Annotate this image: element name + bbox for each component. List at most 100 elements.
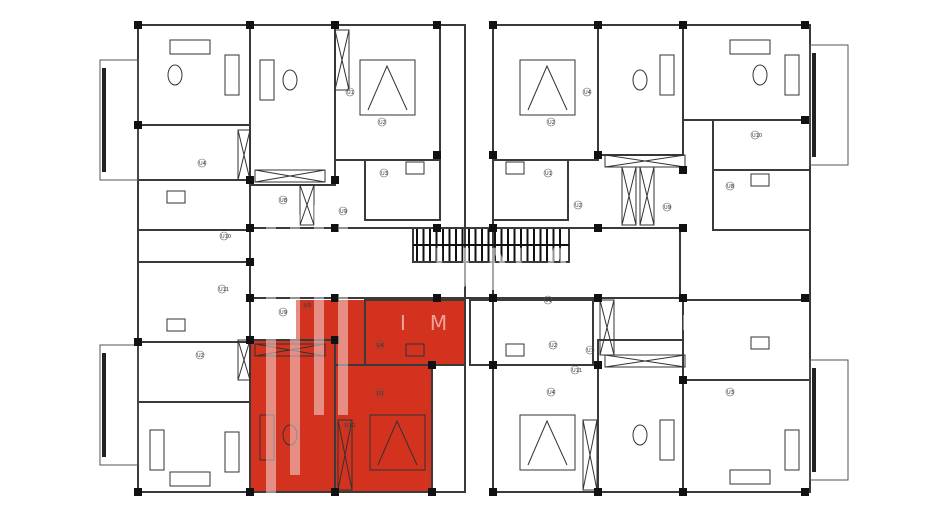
door-label-marker: [278, 307, 288, 317]
coffee-table: [282, 424, 298, 446]
sofa: [259, 414, 275, 461]
door-label-marker: [546, 117, 556, 127]
door-label-marker: [379, 168, 389, 178]
balcony-rail: [102, 68, 106, 172]
door-label-marker: [573, 200, 583, 210]
column: [134, 21, 142, 29]
door-label: U4: [377, 343, 384, 349]
door-label-marker: [219, 231, 229, 241]
sofa: [149, 429, 165, 471]
sofa: [729, 469, 771, 485]
coffee-table: [282, 69, 298, 91]
door-label: U1: [545, 171, 552, 177]
door-label: U3: [727, 390, 734, 396]
wardrobe-cross: [237, 129, 251, 181]
wardrobe-cross: [334, 29, 350, 91]
column: [679, 166, 687, 174]
dining-table: [405, 161, 425, 175]
bed: [519, 59, 576, 116]
column: [433, 151, 441, 159]
wardrobe: [237, 129, 251, 181]
door-label: U8: [280, 198, 287, 204]
door-label-marker: [278, 195, 288, 205]
door-label: U11: [572, 368, 582, 374]
dining-table: [405, 343, 425, 357]
bed: [369, 414, 426, 471]
watermark: LUNA IMOBILIARE: [266, 200, 756, 500]
coffee-table: [632, 69, 648, 91]
sofa: [659, 54, 675, 96]
dining-table: [505, 343, 525, 357]
wardrobe-cross: [621, 166, 637, 226]
wardrobe: [254, 343, 326, 357]
door-label: U10: [221, 234, 231, 240]
door-label: U9: [340, 209, 347, 215]
door-label: U2: [575, 203, 582, 209]
dining-table: [505, 161, 525, 175]
door-label-marker: [375, 388, 385, 398]
wardrobe: [334, 29, 350, 91]
dining-table: [750, 173, 770, 187]
door-label-marker: [197, 158, 207, 168]
door-label-marker: [570, 365, 580, 375]
dining-table: [166, 318, 186, 332]
bed-fold: [527, 419, 568, 466]
sofa: [224, 54, 240, 96]
door-label-marker: [543, 295, 553, 305]
column: [246, 488, 254, 496]
column: [679, 21, 687, 29]
door-label: U4: [199, 161, 206, 167]
wardrobe: [582, 419, 598, 491]
column: [679, 376, 687, 384]
balcony: [809, 44, 849, 166]
wardrobe: [337, 419, 353, 491]
wardrobe-cross: [604, 154, 686, 168]
walls: [99, 24, 849, 493]
furniture: [149, 29, 800, 491]
wardrobe-cross: [254, 169, 326, 183]
door-label: U2: [197, 353, 204, 359]
door-label-marker: [543, 168, 553, 178]
column: [331, 336, 339, 344]
column: [801, 116, 809, 124]
column: [246, 258, 254, 266]
wardrobe-cross: [337, 419, 353, 491]
door-label-marker: [662, 202, 672, 212]
wardrobe-cross: [604, 354, 686, 368]
column: [801, 294, 809, 302]
door-label-marker: [338, 206, 348, 216]
room: [469, 299, 594, 366]
column: [679, 488, 687, 496]
door-label-marker: [582, 87, 592, 97]
column: [246, 336, 254, 344]
column: [246, 21, 254, 29]
column: [246, 294, 254, 302]
column: [594, 151, 602, 159]
column: [246, 176, 254, 184]
column: [331, 294, 339, 302]
wardrobe-cross: [254, 343, 326, 357]
wardrobe-cross: [599, 299, 615, 356]
column: [134, 121, 142, 129]
wardrobe: [299, 184, 315, 226]
door-label: U11: [219, 287, 229, 293]
door-label: U2: [379, 120, 386, 126]
column: [246, 224, 254, 232]
watermark-sub: IMOBILIARE: [400, 311, 756, 335]
door-label: U4: [584, 90, 591, 96]
door-label: U1: [347, 90, 354, 96]
door-label-marker: [217, 284, 227, 294]
door-label: U1: [587, 348, 594, 354]
door-label: U2: [550, 343, 557, 349]
balcony-rail: [812, 53, 816, 157]
door-label-marker: [195, 350, 205, 360]
column: [801, 21, 809, 29]
door-label: U2: [548, 120, 555, 126]
wardrobe: [254, 169, 326, 183]
sofa: [224, 431, 240, 473]
balcony-rail: [812, 368, 816, 472]
wardrobe: [237, 339, 251, 381]
